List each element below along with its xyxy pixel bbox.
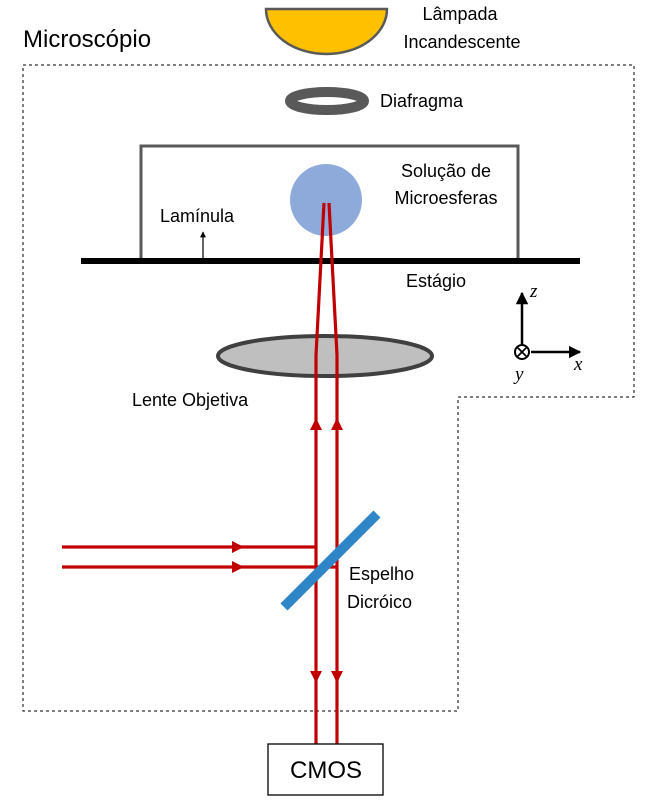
- mirror-label-line1: Espelho: [349, 564, 414, 584]
- lamp-label-line1: Lâmpada: [422, 4, 498, 24]
- stage-label: Estágio: [406, 271, 466, 291]
- lamp-icon: [264, 7, 389, 56]
- mirror-label-line2: Dicróico: [347, 592, 412, 612]
- microsphere: [290, 164, 362, 236]
- z-axis-label: z: [529, 281, 538, 302]
- objective-lens: [216, 334, 434, 378]
- laser-arrowheads: [232, 418, 343, 683]
- coverslip-label: Lamínula: [160, 206, 235, 226]
- diaphragm-icon: [285, 87, 369, 115]
- x-axis-label: x: [573, 354, 583, 375]
- axes-indicator: z y x: [513, 281, 583, 385]
- cmos-label: CMOS: [290, 757, 362, 784]
- microscope-label: Microscópio: [23, 26, 151, 53]
- y-axis-label: y: [513, 364, 524, 385]
- objective-label: Lente Objetiva: [132, 390, 249, 410]
- dichroic-mirror: [280, 510, 381, 611]
- solution-label-line1: Solução de: [401, 161, 491, 181]
- microscope-outline: [22, 64, 635, 712]
- laser-beams: [62, 202, 339, 744]
- diaphragm-label: Diafragma: [380, 91, 464, 111]
- cmos-box: [267, 743, 384, 796]
- lamp-label-line2: Incandescente: [403, 32, 520, 52]
- solution-label-line2: Microesferas: [394, 188, 497, 208]
